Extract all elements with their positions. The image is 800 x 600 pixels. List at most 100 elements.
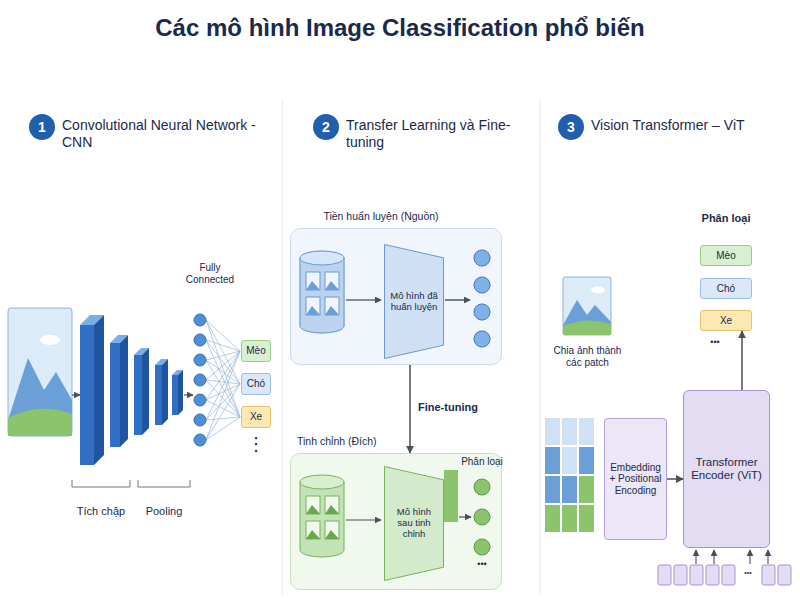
image-patch <box>545 447 560 474</box>
image-patch <box>579 505 594 532</box>
neuron <box>194 334 206 346</box>
step-number: 1 <box>29 114 55 140</box>
flow-connector <box>667 478 683 480</box>
section-heading: Transfer Learning và Fine-tuning <box>346 117 536 151</box>
image-ground <box>563 320 611 335</box>
image-thumb <box>325 521 339 539</box>
flow-connector <box>409 365 411 453</box>
node-text: 3 <box>567 119 575 135</box>
conv-layer <box>110 343 120 447</box>
image-patch <box>579 476 594 503</box>
step-caption: Chia ảnh thành các patch <box>550 345 625 369</box>
layer-name: Fully Connected <box>180 262 240 286</box>
fc-connections <box>206 320 240 440</box>
section-divider <box>540 100 541 595</box>
output-neuron <box>474 277 490 293</box>
section-heading: Vision Transformer – ViT <box>591 117 796 134</box>
output-caption: Phân loại <box>452 456 512 468</box>
section-heading: Convolutional Neural Network - CNN <box>62 117 284 151</box>
image-patch <box>545 418 560 445</box>
output-neuron <box>474 539 490 555</box>
ellipsis: ⋮ <box>245 434 267 456</box>
flow-connector <box>741 331 743 390</box>
image-patch <box>562 476 577 503</box>
token <box>778 565 791 585</box>
node-text: Xe <box>720 315 732 327</box>
diagram-title: Các mô hình Image Classification phổ biế… <box>0 14 800 42</box>
encoder-box: Transformer Encoder (ViT) <box>683 390 770 548</box>
token <box>674 565 687 585</box>
pool-layer-side <box>162 359 168 425</box>
pool-layer-side <box>142 348 149 435</box>
image-mountain <box>8 358 72 436</box>
model-trapezoid <box>385 467 444 581</box>
node-text: Transformer Encoder (ViT) <box>691 456 763 482</box>
image-patch <box>562 447 577 474</box>
neuron <box>194 374 206 386</box>
dataset-cylinder-top <box>300 251 344 265</box>
node-text: Mô hình sau tinh chỉnh <box>389 507 439 540</box>
image-thumb <box>306 297 320 315</box>
output-neuron <box>474 331 490 347</box>
pool-layer-side <box>178 370 183 415</box>
output-neuron <box>474 250 490 266</box>
pool-layer <box>134 355 142 435</box>
step-number: 2 <box>313 114 339 140</box>
class-box: Mèo <box>241 340 271 362</box>
image-cloud <box>591 287 605 294</box>
token <box>690 565 703 585</box>
token <box>762 565 775 585</box>
image-thumb <box>325 272 339 290</box>
panel-heading: Tinh chỉnh (Đích) <box>297 435 407 447</box>
flow-arrow <box>346 519 381 520</box>
class-box: Chó <box>241 373 271 395</box>
class-box: Mèo <box>700 245 752 266</box>
conv-layer <box>80 325 94 465</box>
image-patch <box>562 505 577 532</box>
new-classifier-layer <box>444 470 458 522</box>
thumb-mountain <box>306 505 339 539</box>
node-text: Mèo <box>246 345 265 357</box>
node-text: Xe <box>250 411 262 423</box>
ellipsis: ••• <box>736 569 760 577</box>
token <box>722 565 735 585</box>
input-image <box>8 308 72 436</box>
image-patch <box>562 418 577 445</box>
embedding-box: Embedding + Positional Encoding <box>604 418 667 540</box>
thumb-mountain <box>306 281 339 315</box>
bracket <box>138 480 190 487</box>
image-cloud <box>40 335 60 345</box>
neuron <box>194 434 206 446</box>
token-arrow <box>749 550 750 564</box>
flow-arrow <box>346 299 381 300</box>
node-text: Chó <box>717 283 735 295</box>
bracket <box>72 480 130 487</box>
output-neuron <box>474 304 490 320</box>
token <box>658 565 671 585</box>
image-thumb <box>325 496 339 514</box>
conv-layer-side <box>120 335 128 447</box>
class-box: Xe <box>241 406 271 428</box>
pool-layer <box>172 375 178 415</box>
image-thumb <box>325 297 339 315</box>
node-text: 1 <box>38 119 46 135</box>
flow-arrow <box>72 394 80 395</box>
output-neuron <box>474 479 490 495</box>
image-patch <box>545 505 560 532</box>
dataset-cylinder <box>300 482 344 557</box>
ellipsis: ••• <box>695 337 735 348</box>
neuron <box>194 354 206 366</box>
token-arrow <box>695 550 696 564</box>
conv-layer-side <box>94 315 104 465</box>
output-neuron <box>474 509 490 525</box>
flow-arrow <box>459 516 471 517</box>
class-box: Xe <box>700 310 752 331</box>
image-mountain <box>563 300 611 335</box>
node-text: Chó <box>247 378 265 390</box>
image-ground <box>8 409 72 436</box>
image-thumb <box>306 272 320 290</box>
layer-name: Tích chập <box>71 505 131 518</box>
